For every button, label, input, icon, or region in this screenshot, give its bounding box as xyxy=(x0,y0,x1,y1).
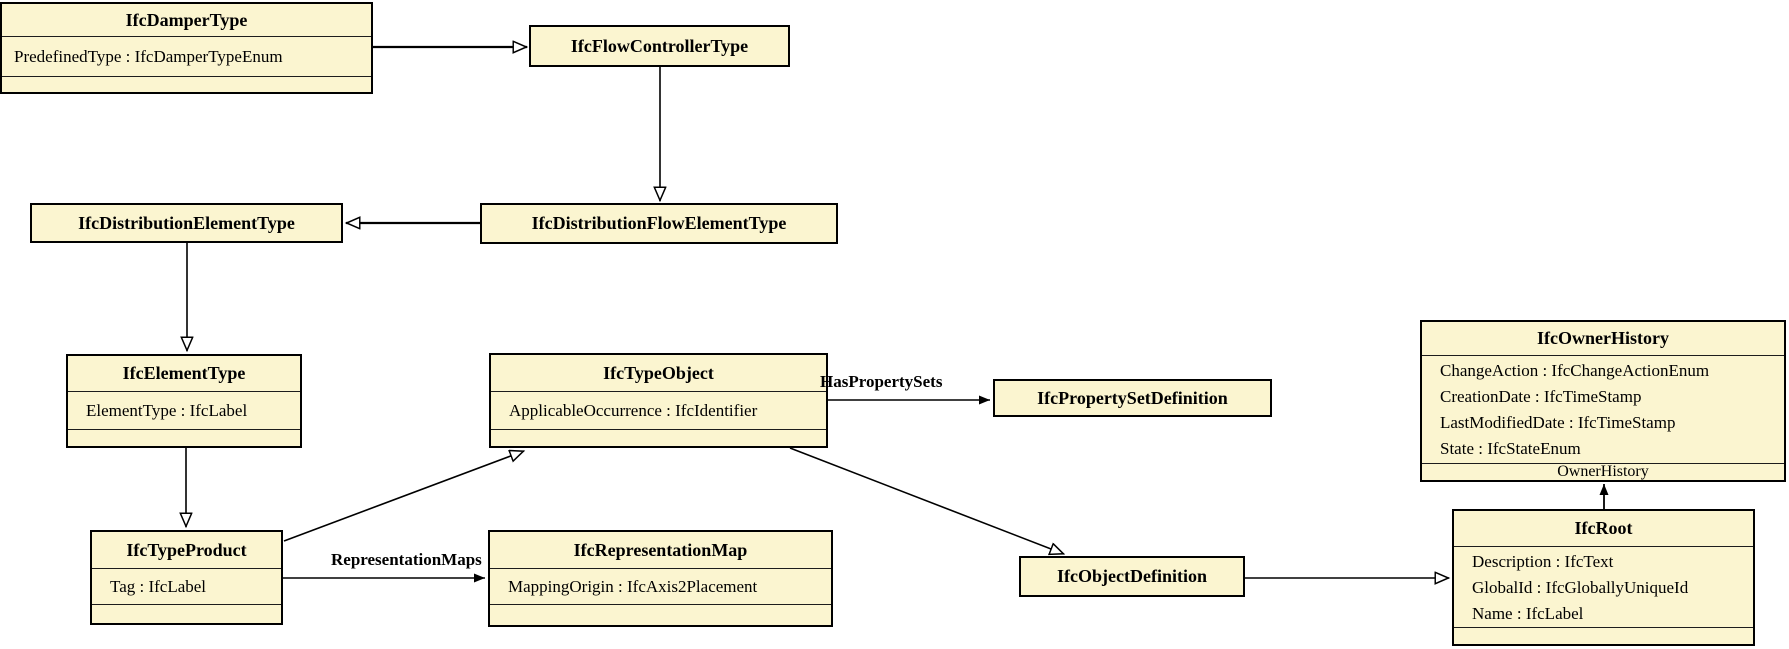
class-ifcownerhistory[interactable]: IfcOwnerHistory ChangeAction : IfcChange… xyxy=(1420,320,1786,482)
edge-label-haspropertysets: HasPropertySets xyxy=(820,372,943,391)
attribute: LastModifiedDate : IfcTimeStamp xyxy=(1440,413,1676,432)
inheritance-arrow-typeproduct-to-typeobject xyxy=(283,451,524,542)
class-ifcflowcontrollertype[interactable]: IfcFlowControllerType xyxy=(529,25,790,67)
class-ifcpropertysetdefinition[interactable]: IfcPropertySetDefinition xyxy=(993,379,1272,417)
attributes-compartment: ChangeAction : IfcChangeActionEnum Creat… xyxy=(1422,356,1784,464)
class-ifcrepresentationmap[interactable]: IfcRepresentationMap MappingOrigin : Ifc… xyxy=(488,530,833,627)
class-title: IfcDistributionElementType xyxy=(78,212,295,233)
attribute: PredefinedType : IfcDamperTypeEnum xyxy=(14,46,283,66)
class-title: IfcOwnerHistory xyxy=(1422,322,1784,356)
operations-compartment-empty xyxy=(2,77,371,92)
class-title: IfcObjectDefinition xyxy=(1057,566,1207,586)
class-title: IfcDistributionFlowElementType xyxy=(531,213,787,233)
ownerhistory-relation-label: OwnerHistory xyxy=(1557,463,1649,480)
class-title: IfcDamperType xyxy=(2,4,371,37)
attributes-compartment: Tag : IfcLabel xyxy=(92,569,281,605)
attribute: State : IfcStateEnum xyxy=(1440,439,1581,458)
attribute: ApplicableOccurrence : IfcIdentifier xyxy=(509,400,758,420)
attributes-compartment: MappingOrigin : IfcAxis2Placement xyxy=(490,569,831,605)
attribute: Description : IfcText xyxy=(1472,552,1614,571)
class-ifcobjectdefinition[interactable]: IfcObjectDefinition xyxy=(1019,556,1245,597)
class-ifcdistributionflowelementtype[interactable]: IfcDistributionFlowElementType xyxy=(480,203,838,244)
operations-compartment-empty xyxy=(1454,628,1753,644)
class-ifcdampertype[interactable]: IfcDamperType PredefinedType : IfcDamper… xyxy=(0,2,373,94)
inheritance-arrow-typeobject-to-objectdefinition xyxy=(789,447,1064,554)
class-title: IfcRepresentationMap xyxy=(490,532,831,569)
class-ifcdistributionelementtype[interactable]: IfcDistributionElementType xyxy=(30,203,343,243)
class-ifctypeobject[interactable]: IfcTypeObject ApplicableOccurrence : Ifc… xyxy=(489,353,828,448)
class-ifcelementtype[interactable]: IfcElementType ElementType : IfcLabel xyxy=(66,354,302,448)
class-ifcroot[interactable]: IfcRoot Description : IfcText GlobalId :… xyxy=(1452,509,1755,646)
operations-compartment-empty xyxy=(491,430,826,446)
attributes-compartment: Description : IfcText GlobalId : IfcGlob… xyxy=(1454,547,1753,628)
edge-label-representationmaps: RepresentationMaps xyxy=(331,550,482,569)
attribute: ElementType : IfcLabel xyxy=(86,400,248,420)
attributes-compartment: PredefinedType : IfcDamperTypeEnum xyxy=(2,37,371,77)
attribute: Tag : IfcLabel xyxy=(110,576,207,596)
attribute: Name : IfcLabel xyxy=(1472,604,1584,623)
operations-compartment-empty xyxy=(490,605,831,625)
attribute: MappingOrigin : IfcAxis2Placement xyxy=(508,576,758,596)
operations-compartment-empty xyxy=(68,430,300,446)
attribute: CreationDate : IfcTimeStamp xyxy=(1440,387,1642,406)
class-title: IfcElementType xyxy=(68,356,300,392)
class-title: IfcTypeProduct xyxy=(92,532,281,569)
attributes-compartment: ApplicableOccurrence : IfcIdentifier xyxy=(491,392,826,430)
class-title: IfcRoot xyxy=(1454,511,1753,547)
class-ifctypeproduct[interactable]: IfcTypeProduct Tag : IfcLabel xyxy=(90,530,283,625)
attribute: GlobalId : IfcGloballyUniqueId xyxy=(1472,578,1689,597)
class-title: IfcPropertySetDefinition xyxy=(1037,387,1228,408)
class-title: IfcTypeObject xyxy=(491,355,826,392)
operations-compartment-empty xyxy=(92,605,281,623)
attribute: ChangeAction : IfcChangeActionEnum xyxy=(1440,361,1710,380)
class-title: IfcFlowControllerType xyxy=(570,35,749,56)
attributes-compartment: ElementType : IfcLabel xyxy=(68,392,300,430)
